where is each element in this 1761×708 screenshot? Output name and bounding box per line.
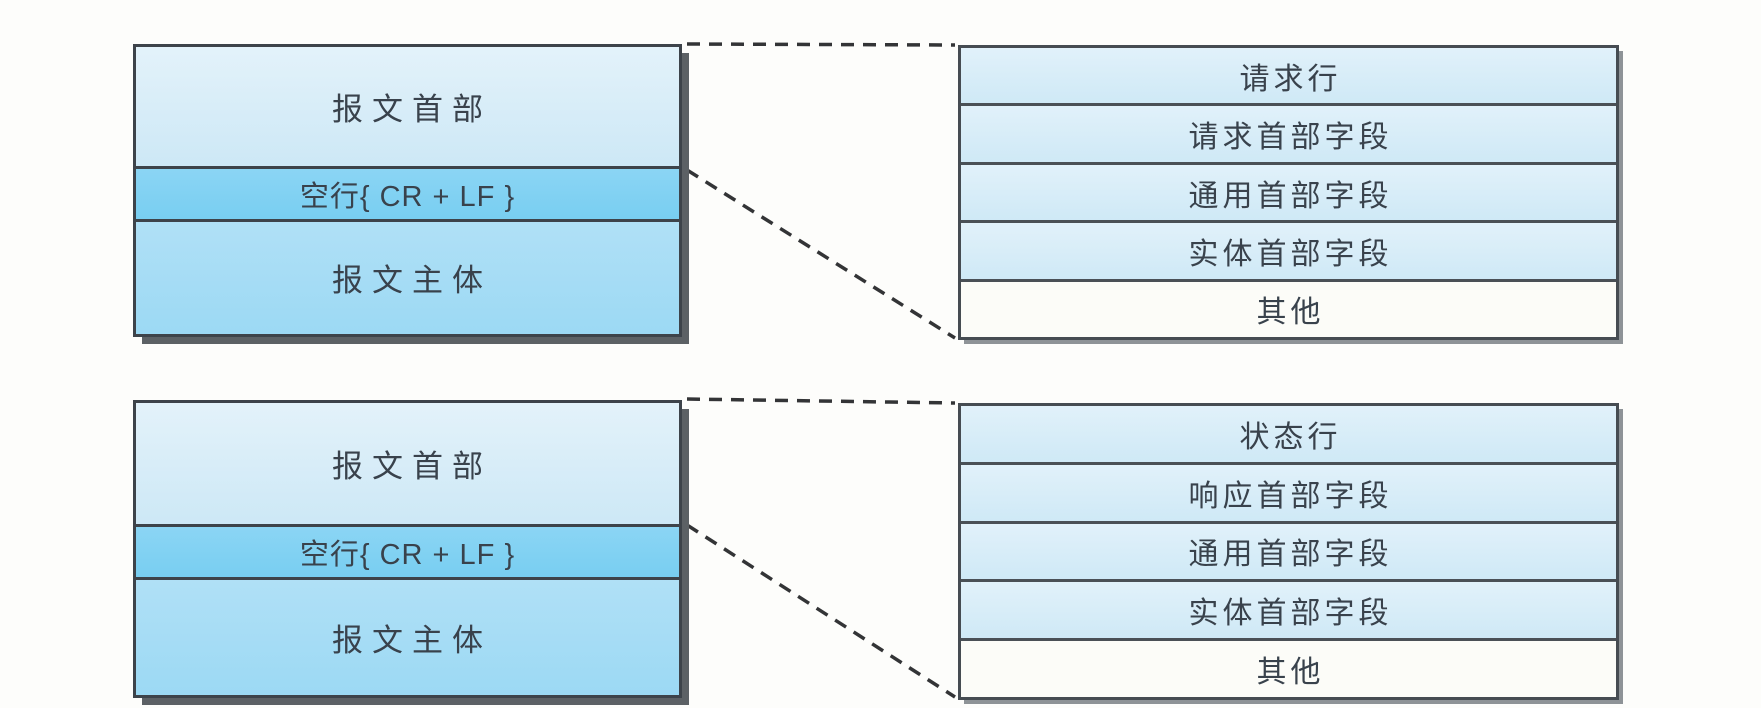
- other-row: 其他: [961, 278, 1616, 338]
- response-header-detail-box: 状态行 响应首部字段 通用首部字段 实体首部字段 其他: [958, 403, 1619, 700]
- request-blank-line-label: 空行{ CR + LF }: [299, 180, 516, 213]
- request-message-header-cell: 报文首部: [136, 47, 679, 166]
- request-header-detail-box: 请求行 请求首部字段 通用首部字段 实体首部字段 其他: [958, 45, 1619, 340]
- request-message-header-label: 报文首部: [332, 91, 492, 127]
- request-top-dashed-line: [686, 42, 956, 47]
- response-message-body-label: 报文主体: [332, 623, 492, 659]
- response-message-header-cell: 报文首部: [136, 403, 679, 525]
- request-message-body-cell: 报文主体: [136, 221, 679, 334]
- request-header-fields-row: 请求首部字段: [961, 103, 1616, 162]
- request-blank-line-cell: 空行{ CR + LF }: [136, 165, 679, 222]
- request-line-row: 请求行: [961, 48, 1616, 104]
- response-blank-line-cell: 空行{ CR + LF }: [136, 524, 679, 581]
- general-header-fields-row: 通用首部字段: [961, 161, 1616, 221]
- response-header-fields-row: 响应首部字段: [961, 461, 1616, 521]
- entity-header-fields-row: 实体首部字段: [961, 579, 1616, 639]
- entity-header-fields-row: 实体首部字段: [961, 220, 1616, 279]
- response-message-box: 报文首部 空行{ CR + LF } 报文主体: [133, 400, 682, 698]
- response-message-header-label: 报文首部: [332, 449, 492, 485]
- request-message-box: 报文首部 空行{ CR + LF } 报文主体: [133, 44, 682, 337]
- response-diagonal-dashed-line: [686, 523, 956, 699]
- general-header-fields-row: 通用首部字段: [961, 520, 1616, 580]
- response-message-body-cell: 报文主体: [136, 580, 679, 695]
- status-line-row: 状态行: [961, 406, 1616, 462]
- request-diagonal-dashed-line: [686, 168, 956, 340]
- request-message-body-label: 报文主体: [332, 263, 492, 299]
- response-blank-line-label: 空行{ CR + LF }: [299, 539, 516, 572]
- response-top-dashed-line: [686, 397, 956, 405]
- other-row: 其他: [961, 638, 1616, 697]
